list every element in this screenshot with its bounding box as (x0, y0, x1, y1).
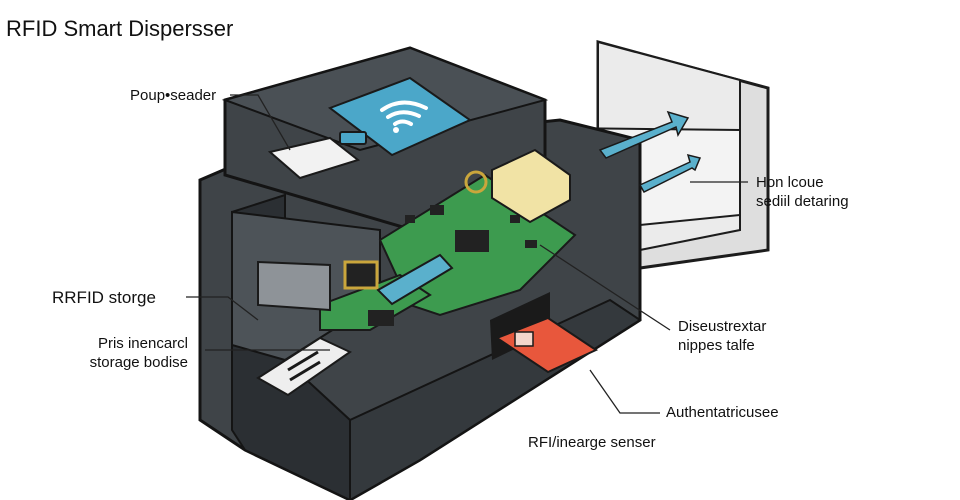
wifi-screen (327, 76, 473, 157)
sim-icon (514, 331, 534, 347)
rfid-module (343, 260, 379, 290)
diagram-title: RFID Smart Dispersser (6, 16, 234, 41)
label-hon-line2: sediil detaring (756, 193, 849, 210)
label-rfid-storage: RRFID storge (52, 288, 156, 307)
label-dispenser-line2: nippes talfe (678, 337, 755, 354)
chip-icon (455, 230, 489, 252)
label-sensor: RFI/inearge senser (528, 434, 656, 451)
label-storage-line2: storage bodise (89, 354, 188, 371)
wifi-icon (380, 100, 428, 126)
label-dispenser-line1: Diseustrextar (678, 318, 767, 335)
label-popup-reader: Poup•seader (130, 87, 217, 104)
label-storage-line1: Pris inencarcl (97, 335, 188, 352)
battery (464, 148, 571, 224)
flow-arrows (598, 110, 702, 193)
small-blue-button[interactable] (339, 131, 367, 145)
label-authentication: Authentatricusee (666, 404, 779, 421)
storage-card (256, 336, 353, 397)
side-slot (257, 260, 331, 312)
label-hon-line1: Hon lcoue (756, 174, 824, 191)
rfid-card (494, 316, 599, 374)
leader-lines (186, 94, 748, 414)
pcb-connector (376, 253, 454, 306)
chip-icon (368, 310, 394, 326)
wifi-dot (393, 127, 399, 133)
double-arrow-icon (287, 350, 321, 382)
popup-reader-block (267, 136, 361, 180)
